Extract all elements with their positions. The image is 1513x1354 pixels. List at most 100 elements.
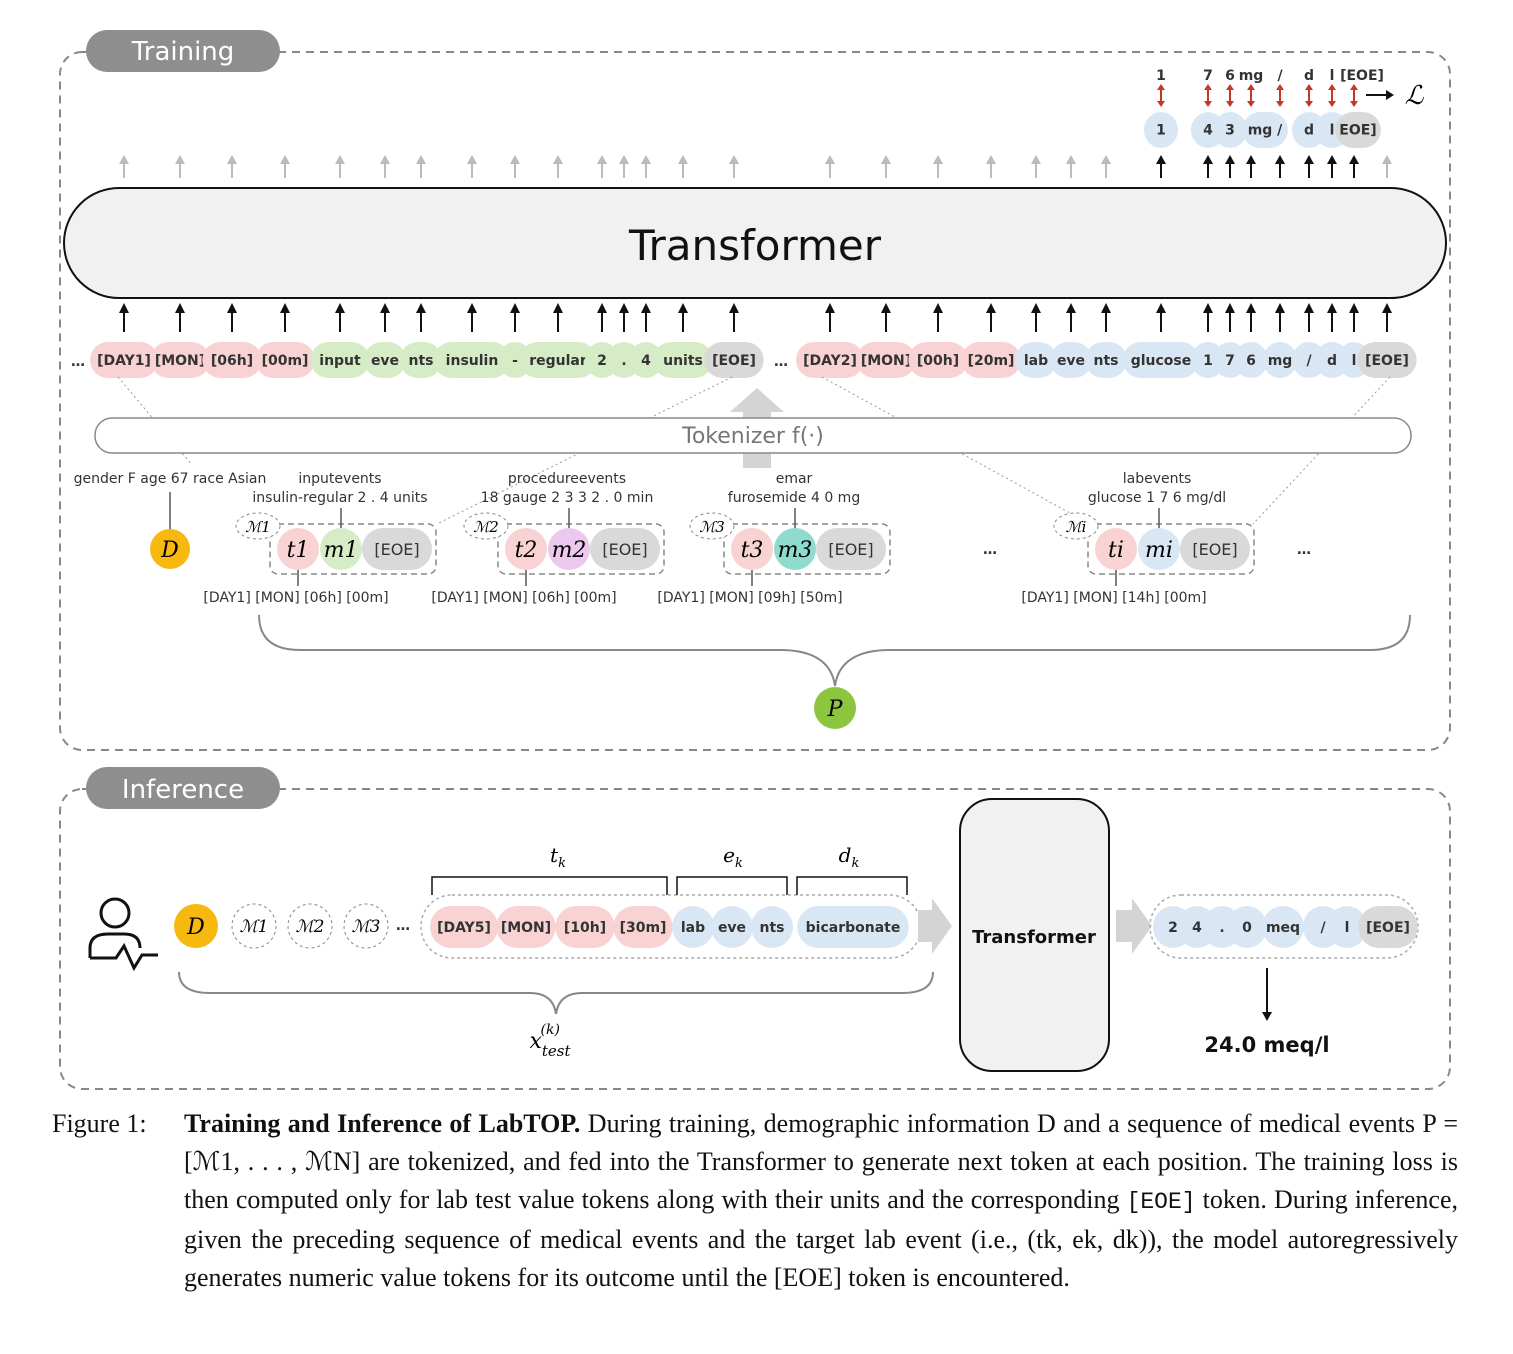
token-label: regular — [529, 353, 587, 369]
token-pill — [519, 342, 597, 378]
token-pill — [202, 342, 262, 378]
token-label: nts — [409, 353, 434, 369]
dk-brace — [796, 876, 908, 895]
token-pill — [1122, 342, 1200, 378]
token-pill — [856, 342, 916, 378]
training-title: Training — [131, 37, 235, 67]
ek-brace — [676, 876, 788, 895]
event-time-pill — [731, 528, 773, 570]
token-label: [20m] — [968, 353, 1015, 369]
token-label: [MON] — [501, 920, 551, 936]
token-label: [MON] — [861, 353, 911, 369]
token-label: 2 — [1168, 920, 1178, 936]
inference-memory-node — [231, 903, 277, 949]
output-container — [1149, 894, 1419, 959]
token-label: d — [1304, 122, 1314, 138]
token-pill — [1242, 112, 1288, 148]
output-arrow-head — [1156, 155, 1166, 164]
event-box — [269, 523, 437, 575]
event-content-pill — [320, 528, 362, 570]
input-arrow-head — [1304, 303, 1314, 313]
input-arrow-head — [1246, 303, 1256, 313]
caption-part2: token. During inference, given the prece… — [184, 1185, 1458, 1292]
event-time-symbol: t3 — [741, 538, 764, 563]
event-timestamp: [DAY1] [MON] [14h] [00m] — [1021, 590, 1206, 606]
token-pill — [255, 342, 315, 378]
token-label: EOE] — [1339, 122, 1376, 138]
loss-arrow-tip — [1276, 84, 1284, 90]
inference-memory-label: ℳ3 — [352, 917, 381, 937]
event-detail: glucose 1 7 6 mg/dl — [1088, 490, 1226, 506]
token-pill — [89, 342, 159, 378]
token-pill — [1327, 906, 1367, 948]
input-arrow-head — [510, 303, 520, 313]
event-eoe-label: [EOE] — [374, 540, 419, 559]
event-type: emar — [776, 471, 813, 487]
event-detail: insulin-regular 2 . 4 units — [252, 490, 427, 506]
output-arrow-head — [729, 155, 739, 164]
token-label: [00h] — [917, 353, 959, 369]
output-arrow-head — [175, 155, 185, 164]
event-memory-tag — [235, 512, 281, 540]
transformer-label: Transformer — [628, 221, 882, 270]
token-pill — [1357, 342, 1417, 378]
input-arrow-head — [175, 303, 185, 313]
output-arrow-head — [467, 155, 477, 164]
output-arrow-head — [1225, 155, 1235, 164]
event-content-pill — [548, 528, 590, 570]
token-label: 1 — [1203, 353, 1213, 369]
loss-arrows — [1157, 84, 1358, 107]
patient-symbol: P — [827, 697, 844, 722]
input-arrow-head — [881, 303, 891, 313]
arrow-to-transformer — [918, 898, 952, 954]
inference-demographics-node — [174, 904, 218, 948]
target-token: / — [1277, 68, 1283, 84]
output-arrows — [119, 155, 1392, 178]
output-arrow-head — [597, 155, 607, 164]
token-pill — [704, 342, 764, 378]
token-label: 7 — [1225, 353, 1235, 369]
inference-badge — [86, 767, 280, 809]
token-pill — [629, 342, 663, 378]
token-pill — [363, 342, 407, 378]
demographics-node — [150, 529, 190, 569]
output-arrow-head — [678, 155, 688, 164]
sequence-ellipsis-left: … — [71, 354, 85, 370]
token-label: 0 — [1242, 920, 1252, 936]
token-pill — [399, 342, 443, 378]
token-label: 4 — [641, 353, 651, 369]
event-memory-tag — [689, 512, 735, 540]
input-arrow-head — [641, 303, 651, 313]
sequence-ellipsis-mid: … — [774, 354, 788, 370]
event-memory-tag — [1053, 512, 1099, 540]
event-memory-label: ℳ2 — [473, 518, 499, 536]
loss-arrow-tip — [1247, 84, 1255, 90]
event-time-pill — [277, 528, 319, 570]
token-pill — [671, 906, 715, 948]
target-token: l — [1330, 68, 1335, 84]
token-pill — [750, 906, 794, 948]
event-eoe-pill — [816, 528, 886, 570]
token-label: [EOE] — [712, 353, 756, 369]
arrow-from-transformer — [1116, 898, 1152, 954]
token-label: insulin — [446, 353, 499, 369]
output-arrow-head — [1066, 155, 1076, 164]
event-eoe-pill — [362, 528, 432, 570]
event-content-symbol: m1 — [324, 538, 359, 563]
input-arrow-head — [1156, 303, 1166, 313]
token-label: [30m] — [620, 920, 667, 936]
event-box — [723, 523, 891, 575]
event-eoe-label: [EOE] — [1192, 540, 1237, 559]
token-label: . — [621, 353, 626, 369]
output-arrow-head — [1101, 155, 1111, 164]
clinician-icon — [88, 897, 158, 972]
input-arrow-head — [933, 303, 943, 313]
output-arrow-head — [227, 155, 237, 164]
result-arrow-head — [1262, 1012, 1272, 1021]
output-arrow-head — [416, 155, 426, 164]
loss-arrow-tip — [1305, 84, 1313, 90]
loss-arrow-tip — [1157, 84, 1165, 90]
input-arrow-head — [467, 303, 477, 313]
inference-demographics-symbol: D — [186, 915, 205, 940]
